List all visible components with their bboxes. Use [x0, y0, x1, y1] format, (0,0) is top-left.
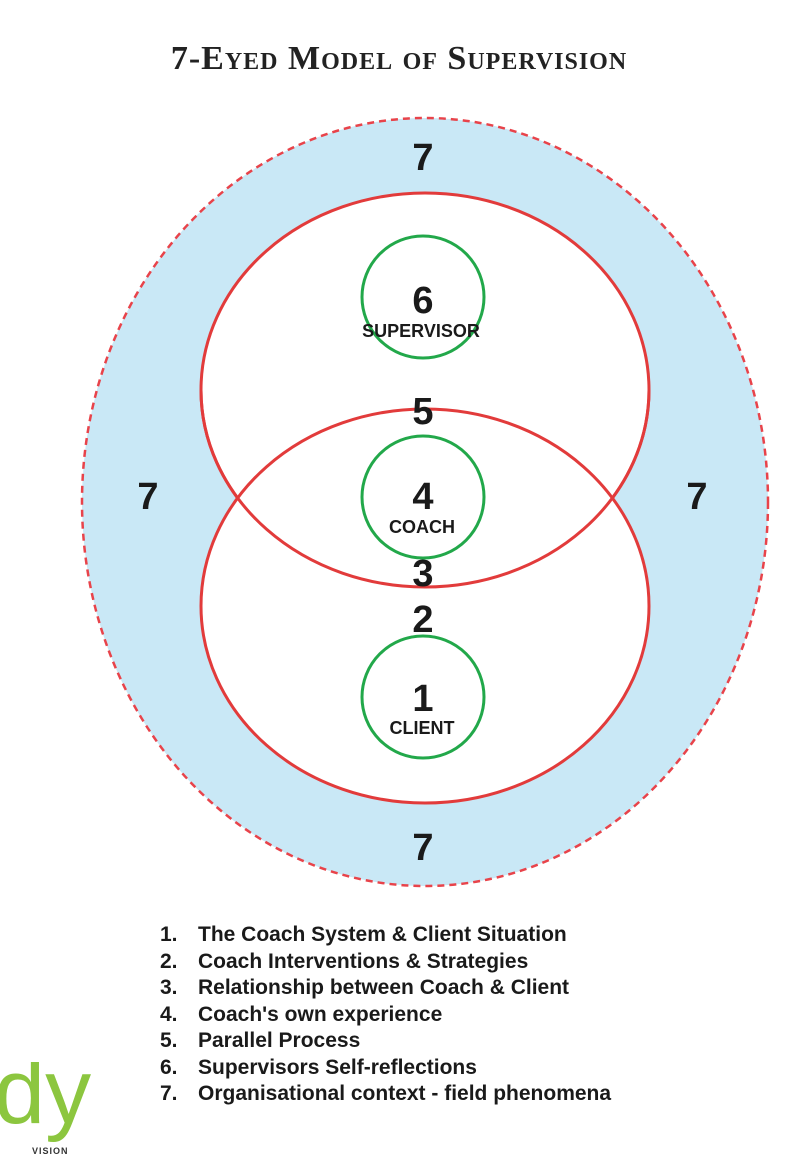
legend-text: The Coach System & Client Situation — [198, 923, 567, 946]
field-number-top: 7 — [412, 137, 433, 179]
interventions-number: 2 — [412, 599, 433, 641]
legend-item: 1. The Coach System & Client Situation — [160, 922, 611, 949]
legend-text: Coach Interventions & Strategies — [198, 949, 529, 973]
client-eye-circle — [360, 634, 486, 760]
legend-text: Coach's own experience — [198, 1002, 443, 1026]
legend-item: 2. Coach Interventions & Strategies — [160, 949, 611, 976]
logo-subtext: VISION — [32, 1146, 69, 1156]
legend-number: 7. — [160, 1082, 178, 1105]
legend-number: 3. — [160, 976, 178, 999]
legend-number: 1. — [160, 923, 178, 946]
legend-item: 5. Parallel Process — [160, 1028, 611, 1055]
coach-eye-circle — [360, 434, 486, 560]
field-number-left: 7 — [137, 476, 158, 518]
legend-list: 1. The Coach System & Client Situation 2.… — [160, 922, 611, 1108]
legend-text: Supervisors Self-reflections — [198, 1055, 477, 1079]
supervisor-label: SUPERVISOR — [362, 321, 480, 341]
coach-number: 4 — [412, 476, 433, 518]
logo-text: dy — [0, 1062, 92, 1143]
legend-item: 3. Relationship between Coach & Client — [160, 975, 611, 1002]
legend-number: 5. — [160, 1029, 178, 1052]
legend-item: 4. Coach's own experience — [160, 1002, 611, 1029]
legend-text: Relationship between Coach & Client — [198, 976, 570, 999]
legend-item: 6. Supervisors Self-reflections — [160, 1055, 611, 1082]
legend-text: Parallel Process — [198, 1029, 361, 1052]
client-number: 1 — [412, 678, 433, 720]
field-number-right: 7 — [686, 476, 707, 518]
relationship-number: 3 — [412, 553, 433, 595]
page-title: 7-Eyed Model of Supervision — [170, 40, 628, 77]
supervisor-number: 6 — [412, 280, 433, 322]
client-circle — [199, 407, 651, 805]
legend-item: 7. Organisational context - field phenome… — [160, 1081, 611, 1108]
client-label: CLIENT — [390, 718, 455, 738]
legend-number: 6. — [160, 1055, 178, 1079]
parallel-process-number: 5 — [412, 391, 433, 433]
supervisor-circle-lower-arc — [199, 389, 651, 589]
legend-text: Organisational context - field phenomena — [198, 1082, 612, 1105]
supervisor-eye-circle — [360, 234, 486, 360]
coach-label: COACH — [389, 517, 455, 537]
legend-number: 2. — [160, 949, 178, 973]
brand-logo: dy VISION — [0, 1062, 100, 1156]
legend-number: 4. — [160, 1002, 178, 1026]
field-number-bottom: 7 — [412, 827, 433, 869]
